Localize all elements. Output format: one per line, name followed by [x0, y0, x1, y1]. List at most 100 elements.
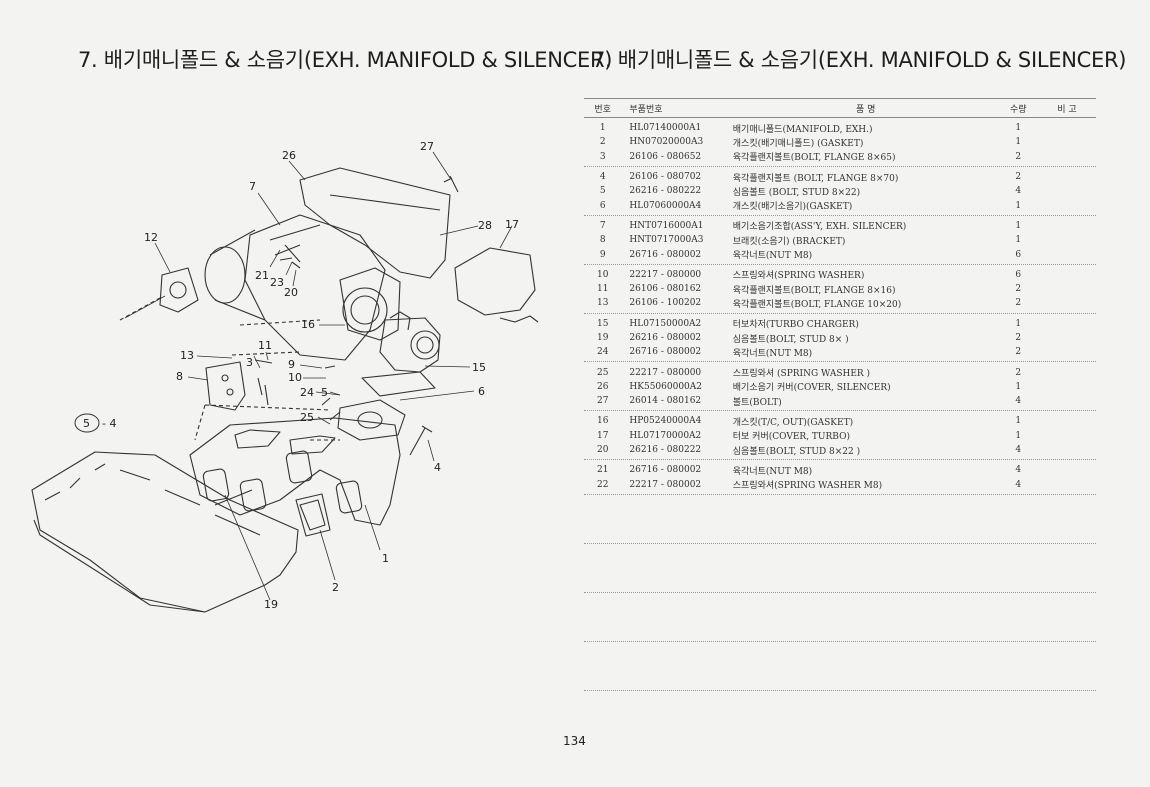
callout-9: 9: [288, 358, 295, 371]
table-row: 27 26014 - 080162 볼트(BOLT) 4: [584, 394, 1096, 408]
cell-qty: 2: [1015, 367, 1022, 378]
callout-1: 1: [382, 552, 389, 565]
circled-ref-suffix: - 4: [102, 417, 116, 430]
callout-15: 15: [472, 361, 486, 374]
cell-name: 배기소음기조합(ASS'Y, EXH. SILENCER): [732, 222, 907, 233]
callout-23: 23: [270, 276, 284, 289]
cell-name: 심음볼트(BOLT, STUD 8×22 ): [732, 446, 861, 457]
header-remark: 비 고: [1057, 104, 1077, 115]
blank-row-line: [584, 593, 1096, 642]
cell-no: 10: [596, 269, 609, 280]
callout-20: 20: [284, 286, 298, 299]
cell-name: 육각너트(NUT M8): [732, 251, 813, 262]
cell-qty: 2: [1015, 347, 1022, 358]
callout-26: 26: [282, 149, 296, 162]
cell-no: 4: [599, 172, 606, 183]
cell-no: 9: [599, 249, 606, 260]
cell-part-no: 26716 - 080002: [629, 249, 702, 260]
callout-7: 7: [249, 180, 256, 193]
cell-part-no: 26216 - 080222: [629, 445, 702, 456]
callout-3: 3: [246, 356, 253, 369]
cell-part-no: 26106 - 100202: [629, 298, 702, 309]
cell-no: 24: [596, 347, 609, 358]
cell-qty: 4: [1015, 465, 1022, 476]
cell-qty: 1: [1015, 318, 1022, 329]
turbo-cover-drawing: [454, 247, 536, 316]
cell-qty: 6: [1015, 249, 1022, 260]
cell-name: 육각플랜지볼트(BOLT, FLANGE 8×65): [732, 153, 896, 164]
callout-5: 5: [321, 386, 328, 399]
cell-part-no: 26014 - 080162: [629, 396, 702, 407]
cell-name: 육각플랜지볼트(BOLT, FLANGE 8×16): [732, 285, 896, 296]
cell-part-no: HL07150000A2: [629, 318, 702, 329]
cell-no: 6: [599, 200, 606, 211]
cell-no: 17: [596, 430, 609, 441]
cell-qty: 4: [1015, 186, 1022, 197]
callout-labels: 27 26 7 28 17 12 21 23 20 16 13 3 11 8 9…: [144, 140, 519, 611]
cell-name: 스프링와셔(SPRING WASHER M8): [732, 481, 883, 492]
callout-25: 25: [300, 411, 314, 424]
page-number: 134: [563, 734, 586, 748]
page-title-right: 7. 배기매니폴드 & 소음기(EXH. MANIFOLD & SILENCER…: [592, 48, 1127, 72]
cell-no: 2: [599, 137, 606, 148]
callout-21: 21: [255, 269, 269, 282]
callout-12: 12: [144, 231, 158, 244]
cell-name: 터보차저(TURBO CHARGER): [732, 320, 859, 331]
cell-name: 심음볼트(BOLT, STUD 8× ): [732, 334, 849, 345]
cell-qty: 4: [1015, 479, 1022, 490]
cell-no: 3: [599, 151, 606, 162]
circled-ref-number: 5: [83, 417, 90, 430]
cell-name: 개스킷(배기소음기)(GASKET): [732, 202, 853, 213]
gasket-12-drawing: [159, 267, 199, 313]
exploded-parts-diagram: 27 26 7 28 17 12 21 23 20 16 13 3 11 8 9…: [31, 140, 539, 613]
cell-no: 22: [596, 479, 609, 490]
table-header: 번호 부품번호 품 명 수량 비 고: [584, 98, 1096, 118]
cell-part-no: HP05240000A4: [629, 416, 702, 427]
callout-4: 4: [434, 461, 441, 474]
cell-name: 스프링와셔(SPRING WASHER): [732, 271, 865, 282]
callout-28: 28: [478, 219, 492, 232]
cell-qty: 1: [1015, 200, 1022, 211]
cell-no: 26: [596, 381, 609, 392]
circled-reference: 5 - 4: [74, 413, 116, 433]
callout-2: 2: [332, 581, 339, 594]
turbocharger-drawing: [339, 267, 401, 341]
cell-name: 볼트(BOLT): [732, 397, 782, 408]
callout-27: 27: [420, 140, 434, 153]
cell-qty: 2: [1015, 151, 1022, 162]
callout-16: 16: [301, 318, 315, 331]
cell-no: 21: [596, 465, 609, 476]
header-part-no: 부품번호: [629, 104, 663, 115]
cell-part-no: 22217 - 080002: [629, 479, 702, 490]
cell-part-no: HNT0717000A3: [629, 235, 704, 246]
table-row: 15 HL07150000A2 터보차저(TURBO CHARGER) 1: [584, 317, 1096, 331]
cell-qty: 2: [1015, 333, 1022, 343]
cell-name: 개스킷(배기매니폴드) (GASKET): [732, 138, 864, 149]
cell-qty: 4: [1015, 396, 1022, 407]
cell-part-no: HL07170000A2: [629, 430, 702, 441]
cell-no: 27: [596, 396, 609, 407]
cell-part-no: 26106 - 080162: [629, 284, 702, 295]
manifold-gasket-drawing: [299, 499, 326, 531]
cell-qty: 2: [1015, 172, 1022, 183]
cell-no: 15: [596, 318, 609, 329]
